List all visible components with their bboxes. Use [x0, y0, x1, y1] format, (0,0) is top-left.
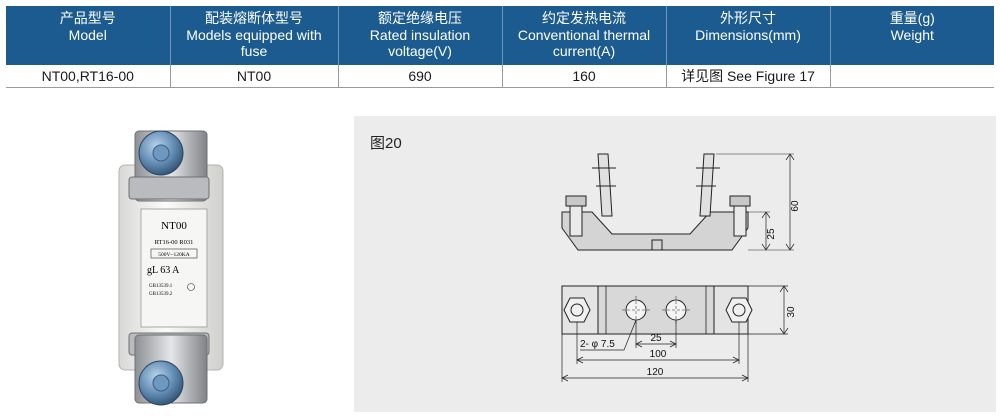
cell-weight	[830, 65, 994, 88]
header-current: 约定发热电流 Conventional thermal current(A)	[502, 6, 667, 65]
header-model: 产品型号 Model	[6, 6, 171, 65]
right-bolt-side	[729, 195, 751, 207]
header-dimensions: 外形尺寸 Dimensions(mm)	[666, 6, 831, 65]
header-model-zh: 产品型号	[59, 10, 116, 26]
table-row: NT00,RT16-00 NT00 690 160 详见图 See Figure…	[6, 65, 994, 88]
header-voltage-zh: 额定绝缘电压	[378, 10, 462, 26]
header-weight: 重量(g) Weight	[830, 6, 994, 65]
dim-25-vertical: 25	[766, 228, 777, 240]
fuse-line1-text: RT16-00 R031	[155, 239, 194, 246]
cell-voltage: 690	[338, 65, 503, 88]
dim-hole: 2- φ 7.5	[580, 339, 615, 350]
header-dimensions-en: Dimensions(mm)	[695, 27, 801, 43]
right-nut-plan	[725, 297, 753, 323]
cell-dimensions: 详见图 See Figure 17	[666, 65, 831, 88]
header-voltage-en: Rated insulation voltage(V)	[369, 27, 471, 59]
fuse-model-text: NT00	[161, 220, 187, 232]
cell-current: 160	[502, 65, 667, 88]
header-current-en: Conventional thermal current(A)	[517, 27, 651, 59]
right-clip	[699, 153, 715, 217]
dim-120: 120	[647, 367, 664, 378]
left-nut-plan	[563, 297, 591, 323]
header-weight-zh: 重量(g)	[889, 10, 935, 26]
figure-label: 图20	[370, 135, 402, 152]
cert-mark-icon	[187, 283, 195, 291]
spec-table: 产品型号 Model 配装熔断体型号 Models equipped with …	[6, 6, 994, 88]
header-fuse-model-zh: 配装熔断体型号	[205, 10, 303, 26]
header-fuse-model: 配装熔断体型号 Models equipped with fuse	[170, 6, 339, 65]
fuse-std1-text: GB13539.1	[149, 284, 173, 289]
dim-30: 30	[786, 306, 797, 318]
fuse-std2-text: GB13539.2	[149, 292, 173, 297]
header-dimensions-zh: 外形尺寸	[720, 10, 776, 26]
dimension-drawing: 图20	[354, 116, 996, 412]
left-clip	[597, 153, 613, 217]
fuse-base-photo: NT00 RT16-00 R031 500V~120KA gL 63 A GB1…	[118, 130, 224, 406]
fuse-cartridge	[140, 208, 208, 328]
dimension-drawing-svg: 60 25 30 2- φ 7.5 25 100 120	[561, 153, 801, 382]
header-voltage: 额定绝缘电压 Rated insulation voltage(V)	[338, 6, 503, 65]
dim-25-pitch: 25	[650, 333, 662, 344]
side-view-base	[561, 211, 749, 251]
header-current-zh: 约定发热电流	[542, 10, 626, 26]
fuse-line2-text: 500V~120KA	[158, 252, 189, 258]
left-bolt-side	[565, 195, 587, 207]
header-model-en: Model	[68, 27, 107, 43]
table-header-row: 产品型号 Model 配装熔断体型号 Models equipped with …	[6, 6, 994, 65]
fuse-rating-text: gL 63 A	[147, 265, 180, 276]
cell-model: NT00,RT16-00	[6, 65, 171, 88]
header-weight-en: Weight	[890, 27, 934, 43]
dim-60: 60	[790, 200, 801, 212]
header-fuse-model-en: Models equipped with fuse	[186, 27, 322, 59]
cell-fuse-model: NT00	[170, 65, 339, 88]
dim-100: 100	[650, 349, 667, 360]
